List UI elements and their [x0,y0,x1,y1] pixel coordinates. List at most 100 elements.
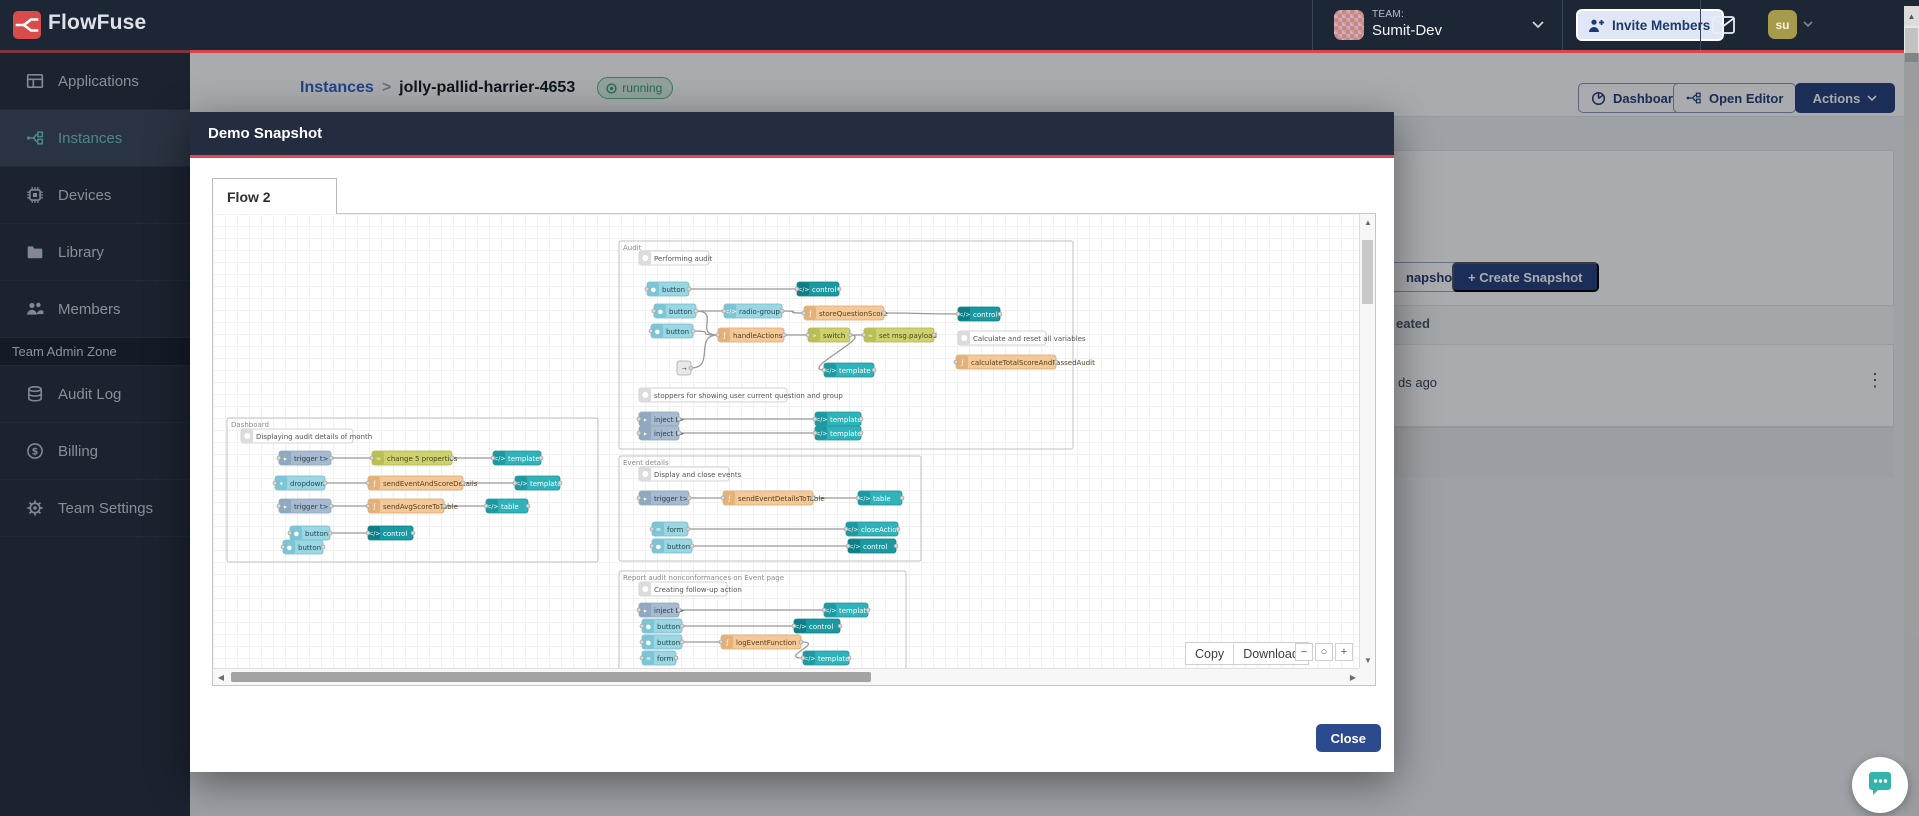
control-node-icon [797,282,810,296]
svg-text:form: form [667,526,684,534]
svg-text:</>: </> [846,527,858,534]
sidebar-item-instances[interactable]: Instances [0,110,190,167]
canvas-horizontal-scrollbar[interactable]: ◀ ▶ [213,668,1361,685]
svg-text:→: → [681,366,686,373]
scroll-left-icon[interactable]: ◀ [217,672,225,682]
copy-button[interactable]: Copy [1195,646,1225,661]
node-input-port [636,416,642,422]
template-node-icon [824,603,837,617]
flow-node-template: </>template [512,475,563,491]
invite-members-button[interactable]: Invite Members [1576,9,1725,41]
vertical-scroll-thumb[interactable] [1362,240,1373,304]
scroll-up-icon[interactable]: ▲ [1364,217,1372,227]
members-icon [26,300,44,318]
flow-node-template: </>template [490,450,544,466]
svg-text:●: ● [294,531,299,538]
applications-icon [26,72,44,90]
flow-node-button: ●button [644,281,692,297]
template-node-icon [824,363,837,377]
sidebar-item-applications[interactable]: Applications [0,53,190,110]
node-input-port [720,495,726,501]
svg-text:handleActions: handleActions [733,332,783,340]
svg-text:button: button [657,639,680,647]
open-editor-button[interactable]: Open Editor [1673,83,1797,113]
node-output-port [686,495,692,501]
svg-text:sendEventDetailsToTable: sendEventDetailsToTable [738,495,825,503]
svg-text:button: button [657,623,680,631]
scroll-right-icon[interactable]: ▶ [1349,672,1357,682]
svg-text:▸: ▸ [644,608,647,615]
node-output-port [676,416,682,422]
nav-divider [1562,0,1563,50]
svg-text:stoppers for showing user curr: stoppers for showing user current questi… [654,392,843,400]
sidebar-item-team-settings[interactable]: Team Settings [0,480,190,537]
close-button[interactable]: Close [1315,724,1381,752]
scroll-down-icon[interactable]: ▼ [1364,655,1372,665]
chevron-down-icon[interactable] [1532,21,1544,29]
database-icon [26,385,44,403]
flow-comment-node: Calculate and reset all variables [957,330,1086,346]
node-output-port [676,607,682,613]
team-name[interactable]: Sumit-Dev [1372,22,1443,39]
switch-node-icon [864,328,877,342]
flow-group: Report audit nonconformances on Event pa… [618,570,907,668]
svg-text:●: ● [287,545,292,552]
node-output-port [810,495,816,501]
chevron-down-icon[interactable] [1803,21,1813,28]
flow-node-template: </>template [812,425,864,441]
svg-text:</>: </> [368,531,380,538]
sidebar-item-audit-log[interactable]: Audit Log [0,366,190,423]
svg-text:$: $ [32,446,39,457]
horizontal-scroll-thumb[interactable] [231,672,871,682]
breadcrumb-instances-link[interactable]: Instances [300,79,374,96]
svg-text:calculateTotalScoreAndPassedAu: calculateTotalScoreAndPassedAudit [971,359,1095,367]
editor-branch-icon [1686,91,1702,105]
zoom-in-button[interactable]: + [1335,643,1353,661]
sidebar-item-devices[interactable]: Devices [0,167,190,224]
node-input-port [721,308,727,314]
node-input-port [955,311,961,317]
download-button[interactable]: Download [1233,643,1308,664]
svg-text:▸: ▸ [644,417,647,424]
svg-text:logEventFunction: logEventFunction [736,639,797,647]
page-scrollbar-thumb[interactable] [1905,28,1918,62]
button-node-icon [647,282,660,296]
team-avatar[interactable] [1334,10,1364,40]
scroll-up-icon[interactable]: ▲ [1904,6,1919,26]
user-avatar[interactable]: su [1768,10,1797,39]
sidebar-item-billing[interactable]: $ Billing [0,423,190,480]
flow-node-button: ●button [287,525,333,541]
flowfuse-logo-icon[interactable] [13,11,41,39]
flow-node-template: </>template [821,362,877,378]
svg-text:</>: </> [803,656,815,663]
svg-text:</>: </> [794,624,806,631]
function-node-icon [718,328,731,342]
dashboard-label: Dashboard [1613,90,1681,106]
page-scrollbar[interactable]: ▲ [1904,6,1919,816]
sidebar-item-members[interactable]: Members [0,281,190,338]
mail-icon[interactable] [1712,16,1735,34]
canvas-vertical-scrollbar[interactable]: ▲ ▼ [1359,214,1375,668]
svg-text:ƒ: ƒ [722,333,726,340]
flow-wire [781,310,805,314]
svg-text:template: template [830,430,862,438]
zoom-reset-button[interactable]: ○ [1315,643,1333,661]
node-output-port [893,543,899,549]
zoom-out-button[interactable]: − [1295,643,1313,661]
svg-text:</>: </> [486,504,498,511]
svg-text:template: template [508,455,540,463]
chat-widget-button[interactable] [1852,757,1908,813]
kebab-menu-icon[interactable]: ⋮ [1866,370,1884,390]
brand-wordmark[interactable]: FlowFuse [48,11,147,34]
sidebar-item-library[interactable]: Library [0,224,190,281]
flow-node-control: </>control [365,525,416,541]
actions-button[interactable]: Actions [1795,83,1895,113]
tab-flow-2[interactable]: Flow 2 [212,178,337,214]
instance-name: jolly-pallid-harrier-4653 [399,79,576,96]
flow-node-link: → [676,360,694,376]
create-snapshot-button[interactable]: + Create Snapshot [1452,262,1599,292]
running-dot-icon [606,82,617,94]
invite-members-label: Invite Members [1612,17,1711,33]
breadcrumb-separator: > [381,79,392,96]
